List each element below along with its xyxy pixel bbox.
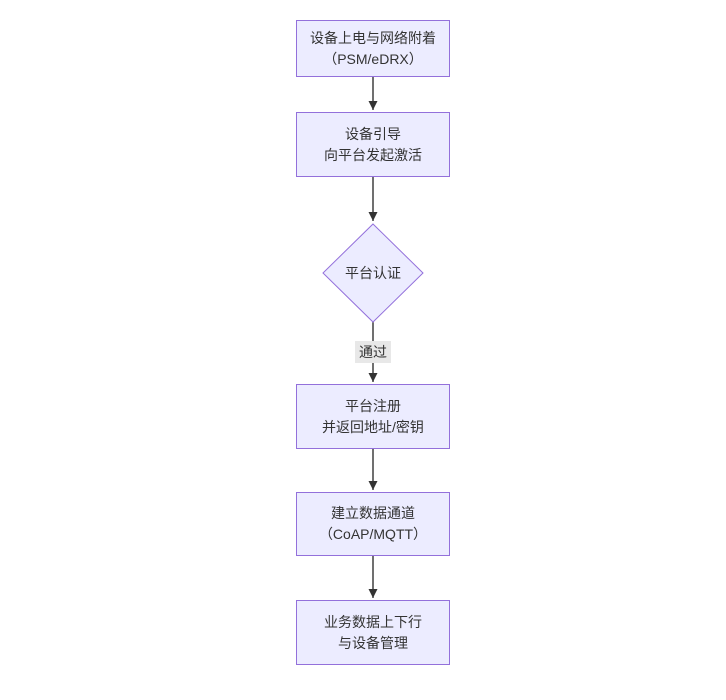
node-business-mgmt-line1: 业务数据上下行 xyxy=(324,613,422,630)
node-data-channel-line1: 建立数据通道 xyxy=(331,505,415,521)
edge-label-pass: 通过 xyxy=(355,341,391,363)
node-power-attach-line1: 设备上电与网络附着 xyxy=(310,29,436,46)
node-business-mgmt-line2: 与设备管理 xyxy=(338,634,408,651)
node-power-attach: 设备上电与网络附着 （PSM/eDRX） xyxy=(296,20,450,77)
node-business-mgmt: 业务数据上下行 与设备管理 xyxy=(296,600,450,665)
node-data-channel-line2: （CoAP/MQTT） xyxy=(318,526,428,542)
decision-platform-auth-shape xyxy=(322,223,424,323)
node-bootstrap: 设备引导 向平台发起激活 xyxy=(296,112,450,177)
decision-platform-auth-label: 平台认证 xyxy=(345,265,401,281)
node-platform-register: 平台注册 并返回地址/密钥 xyxy=(296,384,450,449)
node-power-attach-line2: （PSM/eDRX） xyxy=(323,50,423,67)
node-platform-register-line2: 并返回地址/密钥 xyxy=(322,418,424,435)
node-data-channel: 建立数据通道 （CoAP/MQTT） xyxy=(296,492,450,556)
node-bootstrap-line1: 设备引导 xyxy=(345,125,401,142)
node-platform-register-line1: 平台注册 xyxy=(345,397,401,414)
node-bootstrap-line2: 向平台发起激活 xyxy=(324,146,422,163)
decision-platform-auth: 平台认证 xyxy=(323,224,423,322)
